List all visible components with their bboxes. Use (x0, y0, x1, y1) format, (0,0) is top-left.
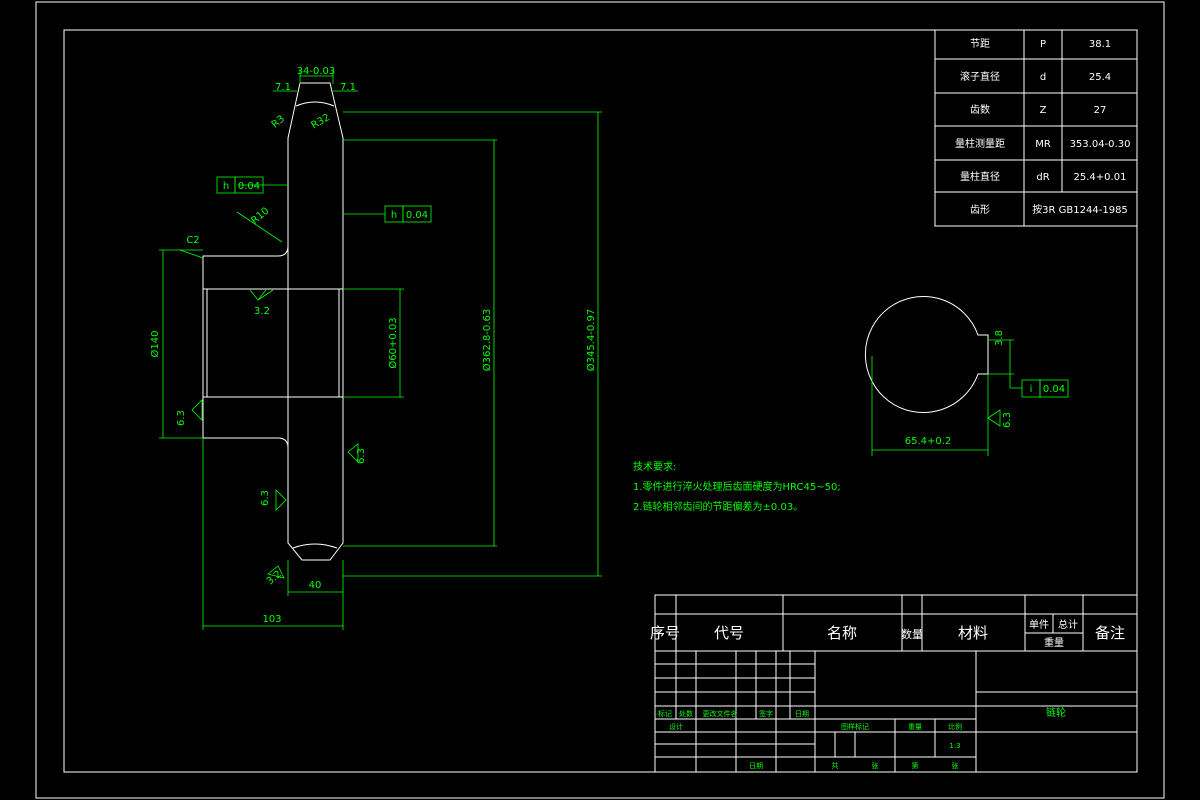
param-val: 38.1 (1089, 39, 1111, 50)
tolerance-symbol: i (1030, 384, 1033, 395)
dim-bore-dia: Ø60+0.03 (387, 317, 399, 368)
sprocket-section (202, 82, 344, 561)
tb-header: 总计 (1058, 618, 1078, 631)
roughness-value: 6.3 (356, 448, 367, 464)
param-val: 25.4 (1089, 72, 1111, 83)
roughness-value: 6.3 (1002, 412, 1013, 428)
tb-label: 更改文件名 (703, 709, 738, 718)
param-name: 齿数 (970, 103, 990, 116)
param-sym: MR (1035, 139, 1051, 150)
tolerance-symbol: h (223, 181, 229, 192)
tb-label: 处数 (679, 709, 693, 718)
dim-key-tol: 3.8 (994, 330, 1005, 346)
roughness-value: 6.3 (176, 410, 187, 426)
dim-outer-dia: Ø345.4-0.97 (585, 309, 597, 371)
param-name: 齿形 (970, 204, 990, 216)
tb-label: 签字 (759, 709, 773, 718)
dim-r-right: R32 (309, 112, 332, 131)
tb-header: 数量 (901, 628, 923, 641)
tb-header: 材料 (958, 624, 988, 642)
dimension-lines (159, 70, 602, 630)
tolerance-value: 0.04 (1043, 384, 1065, 395)
tb-header: 单件 (1029, 619, 1049, 631)
tb-header: 重量 (1044, 636, 1064, 649)
tb-label: 日期 (749, 762, 763, 770)
param-val: 27 (1094, 105, 1107, 116)
param-sym: P (1040, 39, 1046, 50)
params-table: 节距 P 38.1 滚子直径 d 25.4 齿数 Z 27 量柱测量距 MR 3… (934, 29, 1138, 227)
keyway-view (864, 296, 1022, 456)
param-val: 按3R GB1244-1985 (1032, 203, 1128, 216)
tb-header: 序号 (650, 624, 680, 642)
tolerance-value: 0.04 (238, 181, 260, 192)
tolerance-symbol: h (391, 210, 397, 221)
dim-hub-dia: Ø140 (149, 331, 161, 358)
dim-key-width: 65.4+0.2 (905, 436, 952, 447)
tech-title: 技术要求: (633, 460, 676, 473)
tb-label: 重量 (908, 723, 922, 731)
param-val: 25.4+0.01 (1074, 172, 1127, 183)
dim-width-40: 40 (309, 580, 322, 591)
dim-root-dia: Ø362.8-0.63 (481, 309, 493, 371)
param-sym: Z (1040, 105, 1047, 116)
title-block (654, 594, 1138, 773)
tb-label: 张 (952, 761, 959, 770)
roughness-value: 3.2 (254, 306, 270, 317)
tolerance-value: 0.04 (406, 210, 428, 221)
roughness-marks (191, 289, 1001, 579)
tb-label: 张 (872, 761, 879, 770)
dim-width-103: 103 (262, 614, 281, 625)
tb-header: 备注 (1095, 624, 1125, 642)
tb-header: 代号 (714, 624, 744, 642)
param-name: 滚子直径 (960, 70, 1000, 83)
tb-scale: 1:3 (949, 742, 960, 750)
tb-label: 图样标记 (841, 722, 869, 731)
tech-item: 2.链轮相邻齿间的节距偏差为±0.03。 (633, 500, 803, 513)
tb-label: 共 (832, 761, 839, 770)
outer-frame (35, 1, 1165, 799)
tb-header: 名称 (827, 624, 857, 642)
param-name: 量柱直径 (960, 170, 1000, 183)
dim-r-left: R3 (270, 114, 287, 131)
param-sym: dR (1036, 172, 1049, 183)
inner-frame (63, 29, 1138, 773)
dim-r-hub: R10 (249, 206, 271, 227)
tb-label: 比例 (948, 722, 962, 731)
tb-label: 设计 (669, 722, 683, 731)
dim-c2: C2 (186, 235, 199, 246)
param-name: 节距 (970, 38, 990, 50)
tolerance-frame (216, 176, 1069, 398)
roughness-value: 6.3 (260, 490, 271, 506)
tb-part-name: 链轮 (1046, 706, 1066, 719)
tb-label: 第 (912, 761, 919, 770)
dim-top-width: 34-0.03 (297, 66, 336, 77)
tech-requirements: 技术要求: 1.零件进行淬火处理后齿面硬度为HRC45~50; 2.链轮相邻齿间… (633, 460, 841, 513)
dim-chamfer-right: 7.1 (340, 82, 356, 93)
tb-label: 日期 (795, 710, 809, 718)
tb-label: 标记 (658, 709, 672, 718)
param-sym: d (1040, 72, 1046, 83)
dim-chamfer-left: 7.1 (275, 82, 291, 93)
tech-item: 1.零件进行淬火处理后齿面硬度为HRC45~50; (633, 480, 841, 493)
param-name: 量柱测量距 (955, 137, 1005, 150)
param-val: 353.04-0.30 (1070, 139, 1131, 150)
